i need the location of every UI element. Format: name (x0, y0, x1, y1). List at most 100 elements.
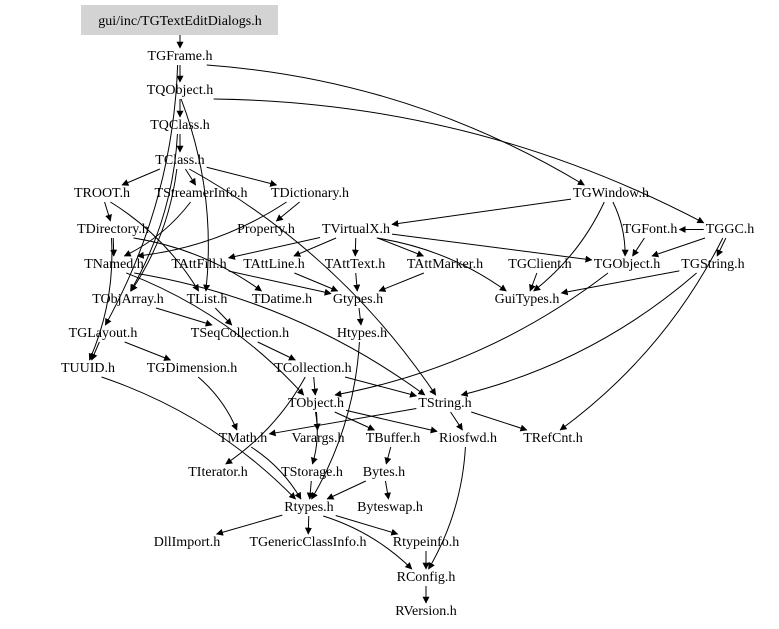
edge-tstring-to-trefcnt (471, 411, 528, 432)
node-tstorage[interactable]: TStorage.h (281, 465, 343, 480)
edge-tdirectory-to-tuuid (88, 237, 113, 361)
node-tvirtualx[interactable]: TVirtualX.h (322, 222, 390, 237)
edge-tobjarray-to-tseqcollection (155, 307, 213, 327)
node-bytes[interactable]: Bytes.h (363, 465, 405, 480)
edge-tgframe-to-tglayout (104, 64, 179, 326)
node-tqclass[interactable]: TQClass.h (150, 118, 210, 133)
node-tatttext[interactable]: TAttText.h (325, 257, 386, 272)
nodes-layer: gui/inc/TGTextEditDialogs.hTGFrame.hTQOb… (61, 14, 754, 619)
node-tattline[interactable]: TAttLine.h (243, 257, 304, 272)
edge-tstring-to-riosfwd (450, 411, 463, 431)
edge-tobject-to-tstorage (310, 411, 318, 465)
edge-tstorage-to-rtypes (306, 480, 314, 500)
edge-tcollection-to-tobject (311, 376, 319, 396)
edge-tgwindow-to-tgobject (612, 201, 629, 257)
node-tclass[interactable]: TClass.h (155, 153, 204, 168)
node-root[interactable]: gui/inc/TGTextEditDialogs.h (98, 14, 262, 29)
node-tgenericclassinfo[interactable]: TGenericClassInfo.h (249, 535, 366, 550)
node-byteswap[interactable]: Byteswap.h (357, 500, 423, 515)
edge-tclass-to-tstreamerinfo (184, 168, 197, 186)
edge-tgframe-to-tgwindow (206, 64, 585, 186)
root-node-box (81, 5, 278, 35)
edge-tnamed-to-tobject (126, 272, 305, 396)
node-tdirectory[interactable]: TDirectory.h (77, 222, 149, 237)
edge-tbuffer-to-bytes (384, 446, 392, 465)
node-tdatime[interactable]: TDatime.h (252, 292, 312, 307)
edge-tatttext-to-gtypes (353, 272, 361, 292)
edge-tvirtualx-to-tatttext (351, 237, 359, 257)
edge-tcollection-to-titerator (225, 376, 306, 465)
node-tdictionary[interactable]: TDictionary.h (271, 186, 349, 201)
node-tobject[interactable]: TObject.h (288, 396, 344, 411)
node-tgclient[interactable]: TGClient.h (508, 257, 571, 272)
edge-tcollection-to-tstring (344, 376, 418, 398)
edge-rtypes-to-rconfig (323, 515, 413, 570)
edge-tgwindow-to-tvirtualx (391, 198, 572, 228)
node-tattmarker[interactable]: TAttMarker.h (407, 257, 483, 272)
edge-tvirtualx-to-tattmarker (377, 237, 425, 257)
edge-tggc-to-tgstring (716, 237, 727, 257)
node-tattfill[interactable]: TAttFill.h (171, 257, 226, 272)
edge-tstreamerinfo-to-tnamed (123, 201, 191, 257)
edge-tglayout-to-tuuid (90, 341, 100, 361)
node-tgobject[interactable]: TGObject.h (594, 257, 660, 272)
edge-tseqcollection-to-tcollection (257, 341, 296, 361)
edge-tuuid-to-rtypes (101, 376, 296, 500)
node-tseqcollection[interactable]: TSeqCollection.h (191, 326, 289, 341)
node-rtypes[interactable]: Rtypes.h (284, 500, 333, 515)
node-riosfwd[interactable]: Riosfwd.h (439, 431, 497, 446)
node-tstreamerinfo[interactable]: TStreamerInfo.h (155, 186, 248, 201)
edge-tggc-to-tgobject (651, 237, 706, 258)
edge-tvirtualx-to-tattline (293, 237, 337, 257)
edge-troot-to-tlist (110, 201, 200, 292)
node-tcollection[interactable]: TCollection.h (274, 361, 351, 376)
node-tmath[interactable]: TMath.h (219, 431, 268, 446)
node-tgframe[interactable]: TGFrame.h (148, 49, 213, 64)
node-property[interactable]: Property.h (237, 222, 295, 237)
edge-tlist-to-tseqcollection (214, 307, 233, 326)
node-rtypeinfo[interactable]: Rtypeinfo.h (393, 535, 460, 550)
node-rversion[interactable]: RVersion.h (395, 604, 457, 619)
node-htypes[interactable]: Htypes.h (337, 326, 387, 341)
edge-rtypes-to-rtypeinfo (335, 515, 399, 536)
node-tgfont[interactable]: TGFont.h (623, 222, 678, 237)
edge-tdirectory-to-tdatime (133, 237, 263, 292)
node-tobjarray[interactable]: TObjArray.h (92, 292, 164, 307)
edge-troot-to-tdirectory (104, 201, 112, 222)
node-rconfig[interactable]: RConfig.h (397, 570, 456, 585)
edge-tdictionary-to-property (275, 201, 300, 222)
edge-tgdimension-to-tmath (197, 376, 238, 431)
edge-tqobject-to-tlist (180, 98, 211, 292)
node-titerator[interactable]: TIterator.h (188, 465, 247, 480)
node-tgwindow[interactable]: TGWindow.h (573, 186, 649, 201)
node-tggc[interactable]: TGGC.h (706, 222, 755, 237)
node-tuuid[interactable]: TUUID.h (61, 361, 115, 376)
node-dllimport[interactable]: DllImport.h (154, 535, 221, 550)
node-tlist[interactable]: TList.h (187, 292, 228, 307)
edge-tdirectory-to-tnamed (110, 237, 118, 257)
edge-tggc-to-trefcnt (559, 237, 724, 431)
node-gtypes[interactable]: Gtypes.h (333, 292, 383, 307)
edge-tgclient-to-guitypes (529, 272, 538, 292)
edge-tattmarker-to-gtypes (378, 272, 425, 292)
node-guitypes[interactable]: GuiTypes.h (495, 292, 560, 307)
edge-tclass-to-tstring (189, 168, 437, 396)
edge-tclass-to-tdictionary (206, 166, 278, 187)
edge-tglayout-to-tgdimension (124, 341, 172, 361)
node-tnamed[interactable]: TNamed.h (84, 257, 143, 272)
node-tglayout[interactable]: TGLayout.h (69, 326, 138, 341)
edges-layer (88, 30, 727, 604)
node-troot[interactable]: TROOT.h (74, 186, 130, 201)
node-varargs[interactable]: Varargs.h (291, 431, 344, 446)
edge-tnamed-to-tstring (134, 272, 426, 396)
node-tbuffer[interactable]: TBuffer.h (366, 431, 421, 446)
edge-tgstring-to-guitypes (560, 270, 680, 296)
edge-tgstring-to-tstring (460, 272, 697, 397)
edge-gtypes-to-htypes (356, 307, 364, 326)
node-tgdimension[interactable]: TGDimension.h (147, 361, 238, 376)
node-tstring[interactable]: TString.h (418, 396, 471, 411)
node-tgstring[interactable]: TGString.h (681, 257, 744, 272)
edge-tattfill-to-gtypes (228, 270, 332, 296)
node-tqobject[interactable]: TQObject.h (147, 83, 213, 98)
node-trefcnt[interactable]: TRefCnt.h (523, 431, 583, 446)
